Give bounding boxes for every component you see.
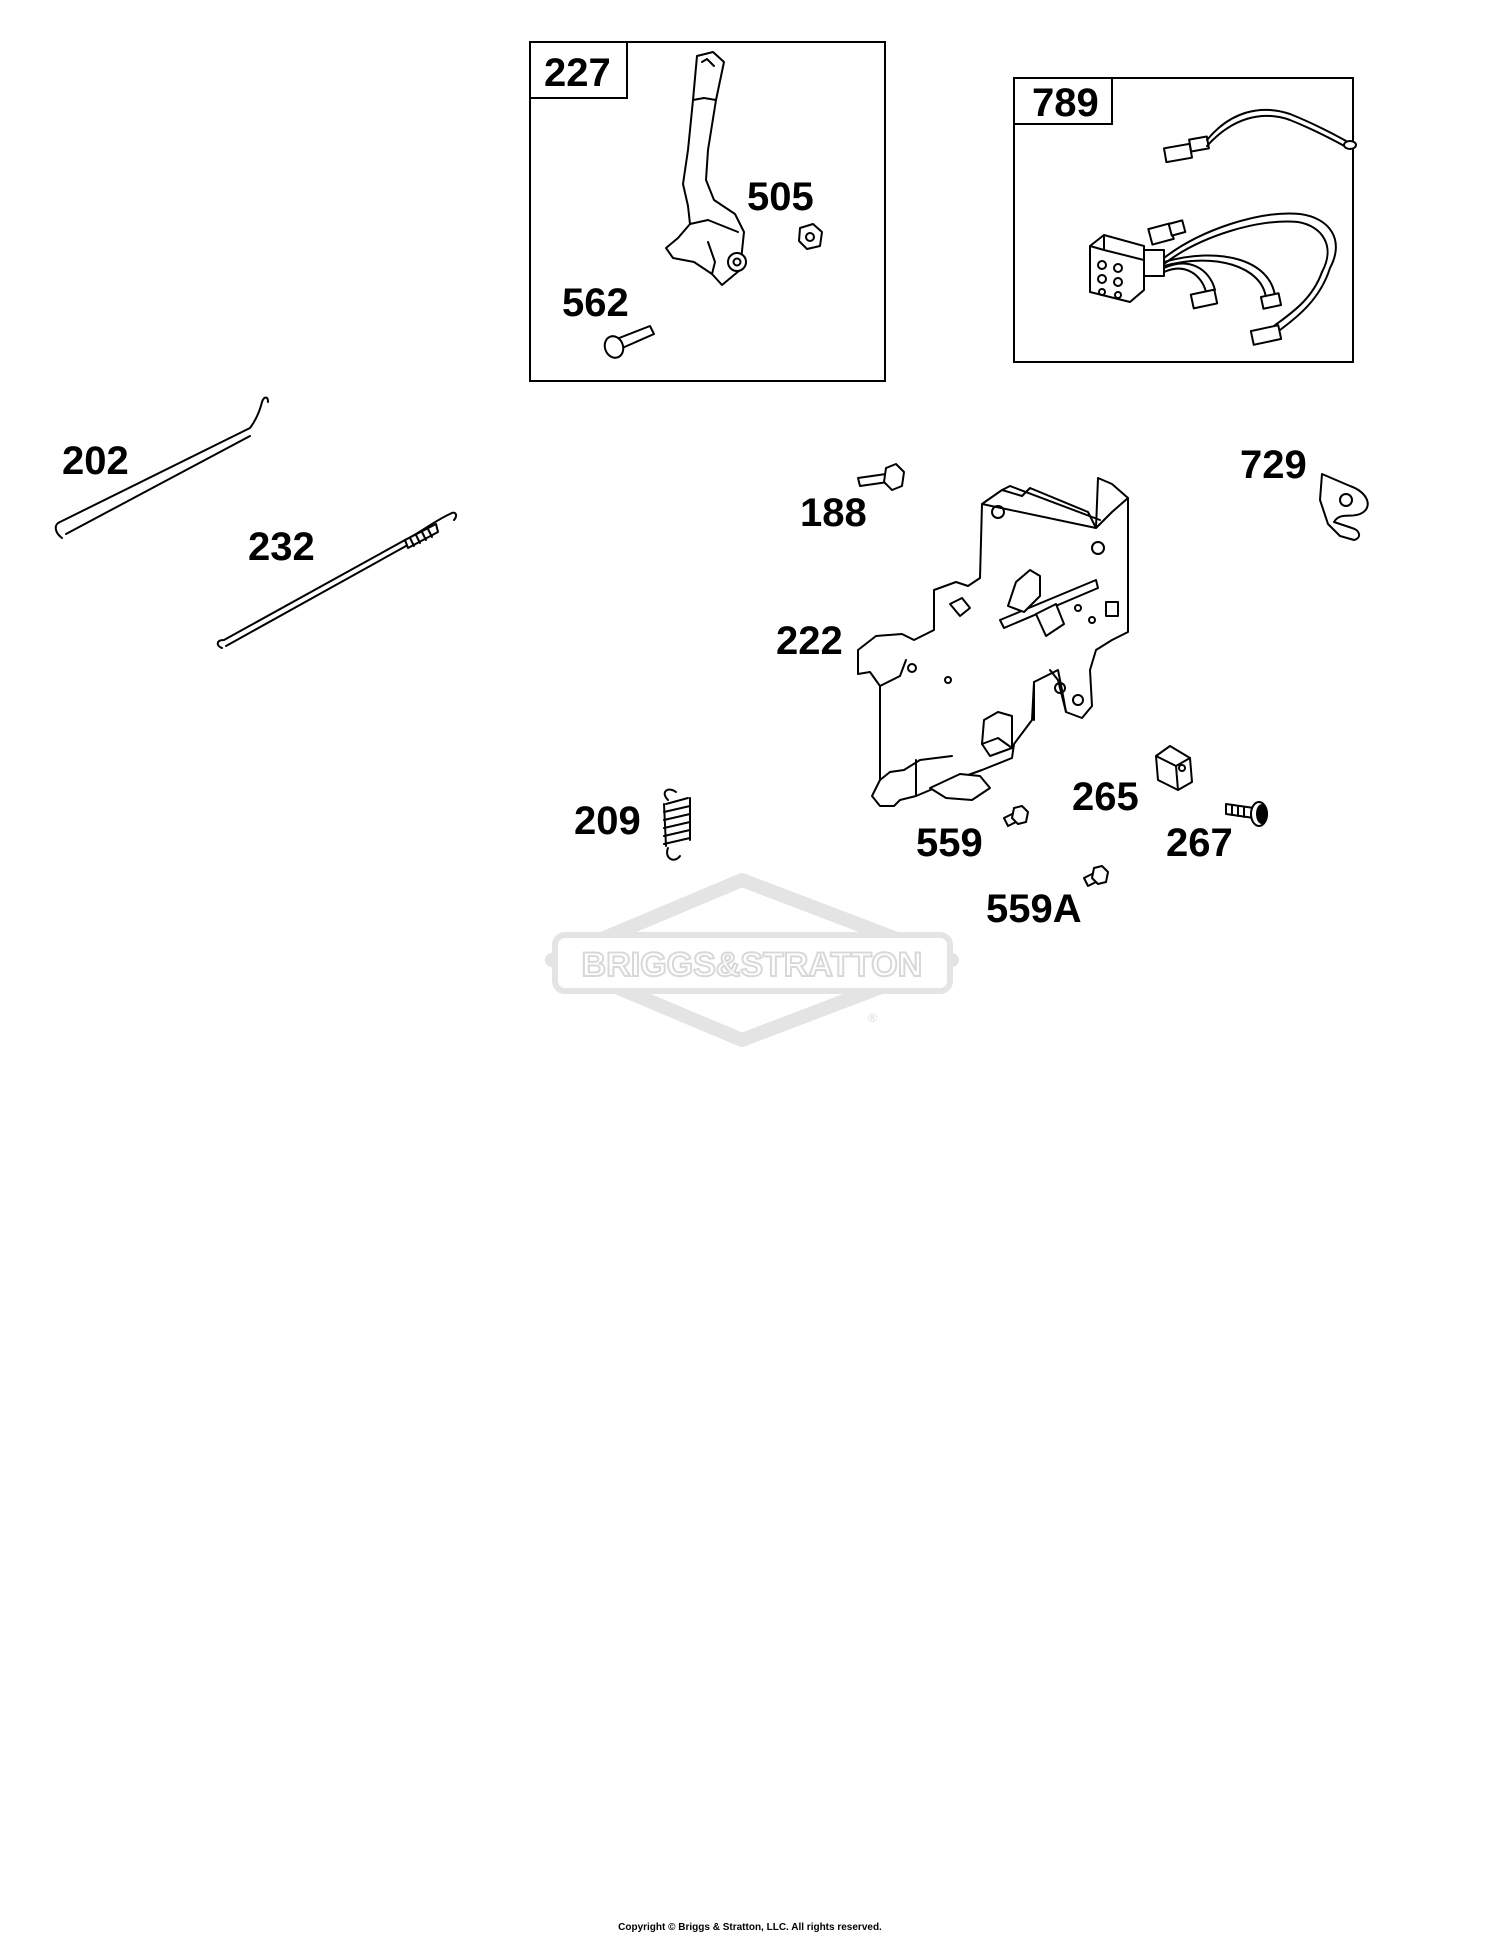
callout-562: 562: [562, 281, 629, 325]
callout-188: 188: [800, 491, 867, 535]
group-789: 789: [1013, 77, 1357, 363]
screw-559-part: [1003, 805, 1029, 827]
callout-222: 222: [776, 619, 843, 663]
watermark-text: BRIGGS&STRATTON: [582, 946, 923, 984]
screw-267-part: [1225, 801, 1268, 827]
governor-link-part: [54, 396, 269, 539]
group-227-label-box: [529, 41, 628, 99]
group-789-frame: [1013, 77, 1354, 363]
callout-505: 505: [747, 175, 814, 219]
callout-729: 729: [1240, 443, 1307, 487]
bracket-729-part: [1319, 473, 1369, 541]
callout-559a: 559A: [986, 887, 1082, 931]
group-789-label-box: [1013, 77, 1113, 125]
brand-watermark: BRIGGS&STRATTON ®: [545, 873, 959, 1047]
group-227-frame: [529, 41, 886, 382]
wire-harness-part: [1089, 108, 1357, 346]
callout-265: 265: [1072, 775, 1139, 819]
governor-spring-part: [663, 788, 691, 861]
callout-227: 227: [544, 51, 611, 95]
clip-265-part: [1155, 745, 1193, 791]
callout-789: 789: [1032, 81, 1099, 125]
control-bracket-part: [857, 477, 1129, 807]
callout-209: 209: [574, 799, 641, 843]
spring-link-part: [216, 511, 458, 649]
watermark-reg-mark: ®: [868, 1011, 877, 1025]
callout-232: 232: [248, 525, 315, 569]
callout-267: 267: [1166, 821, 1233, 865]
group-227: 227 505 562: [529, 41, 886, 382]
callout-202: 202: [62, 439, 129, 483]
bolt-188-part: [857, 463, 905, 491]
callout-559: 559: [916, 821, 983, 865]
screw-559a-part: [1083, 865, 1109, 887]
copyright-footer: Copyright © Briggs & Stratton, LLC. All …: [618, 1922, 882, 1933]
throttle-lever-part: [665, 51, 747, 286]
nut-part: [798, 223, 823, 250]
pin-part: [603, 325, 655, 359]
